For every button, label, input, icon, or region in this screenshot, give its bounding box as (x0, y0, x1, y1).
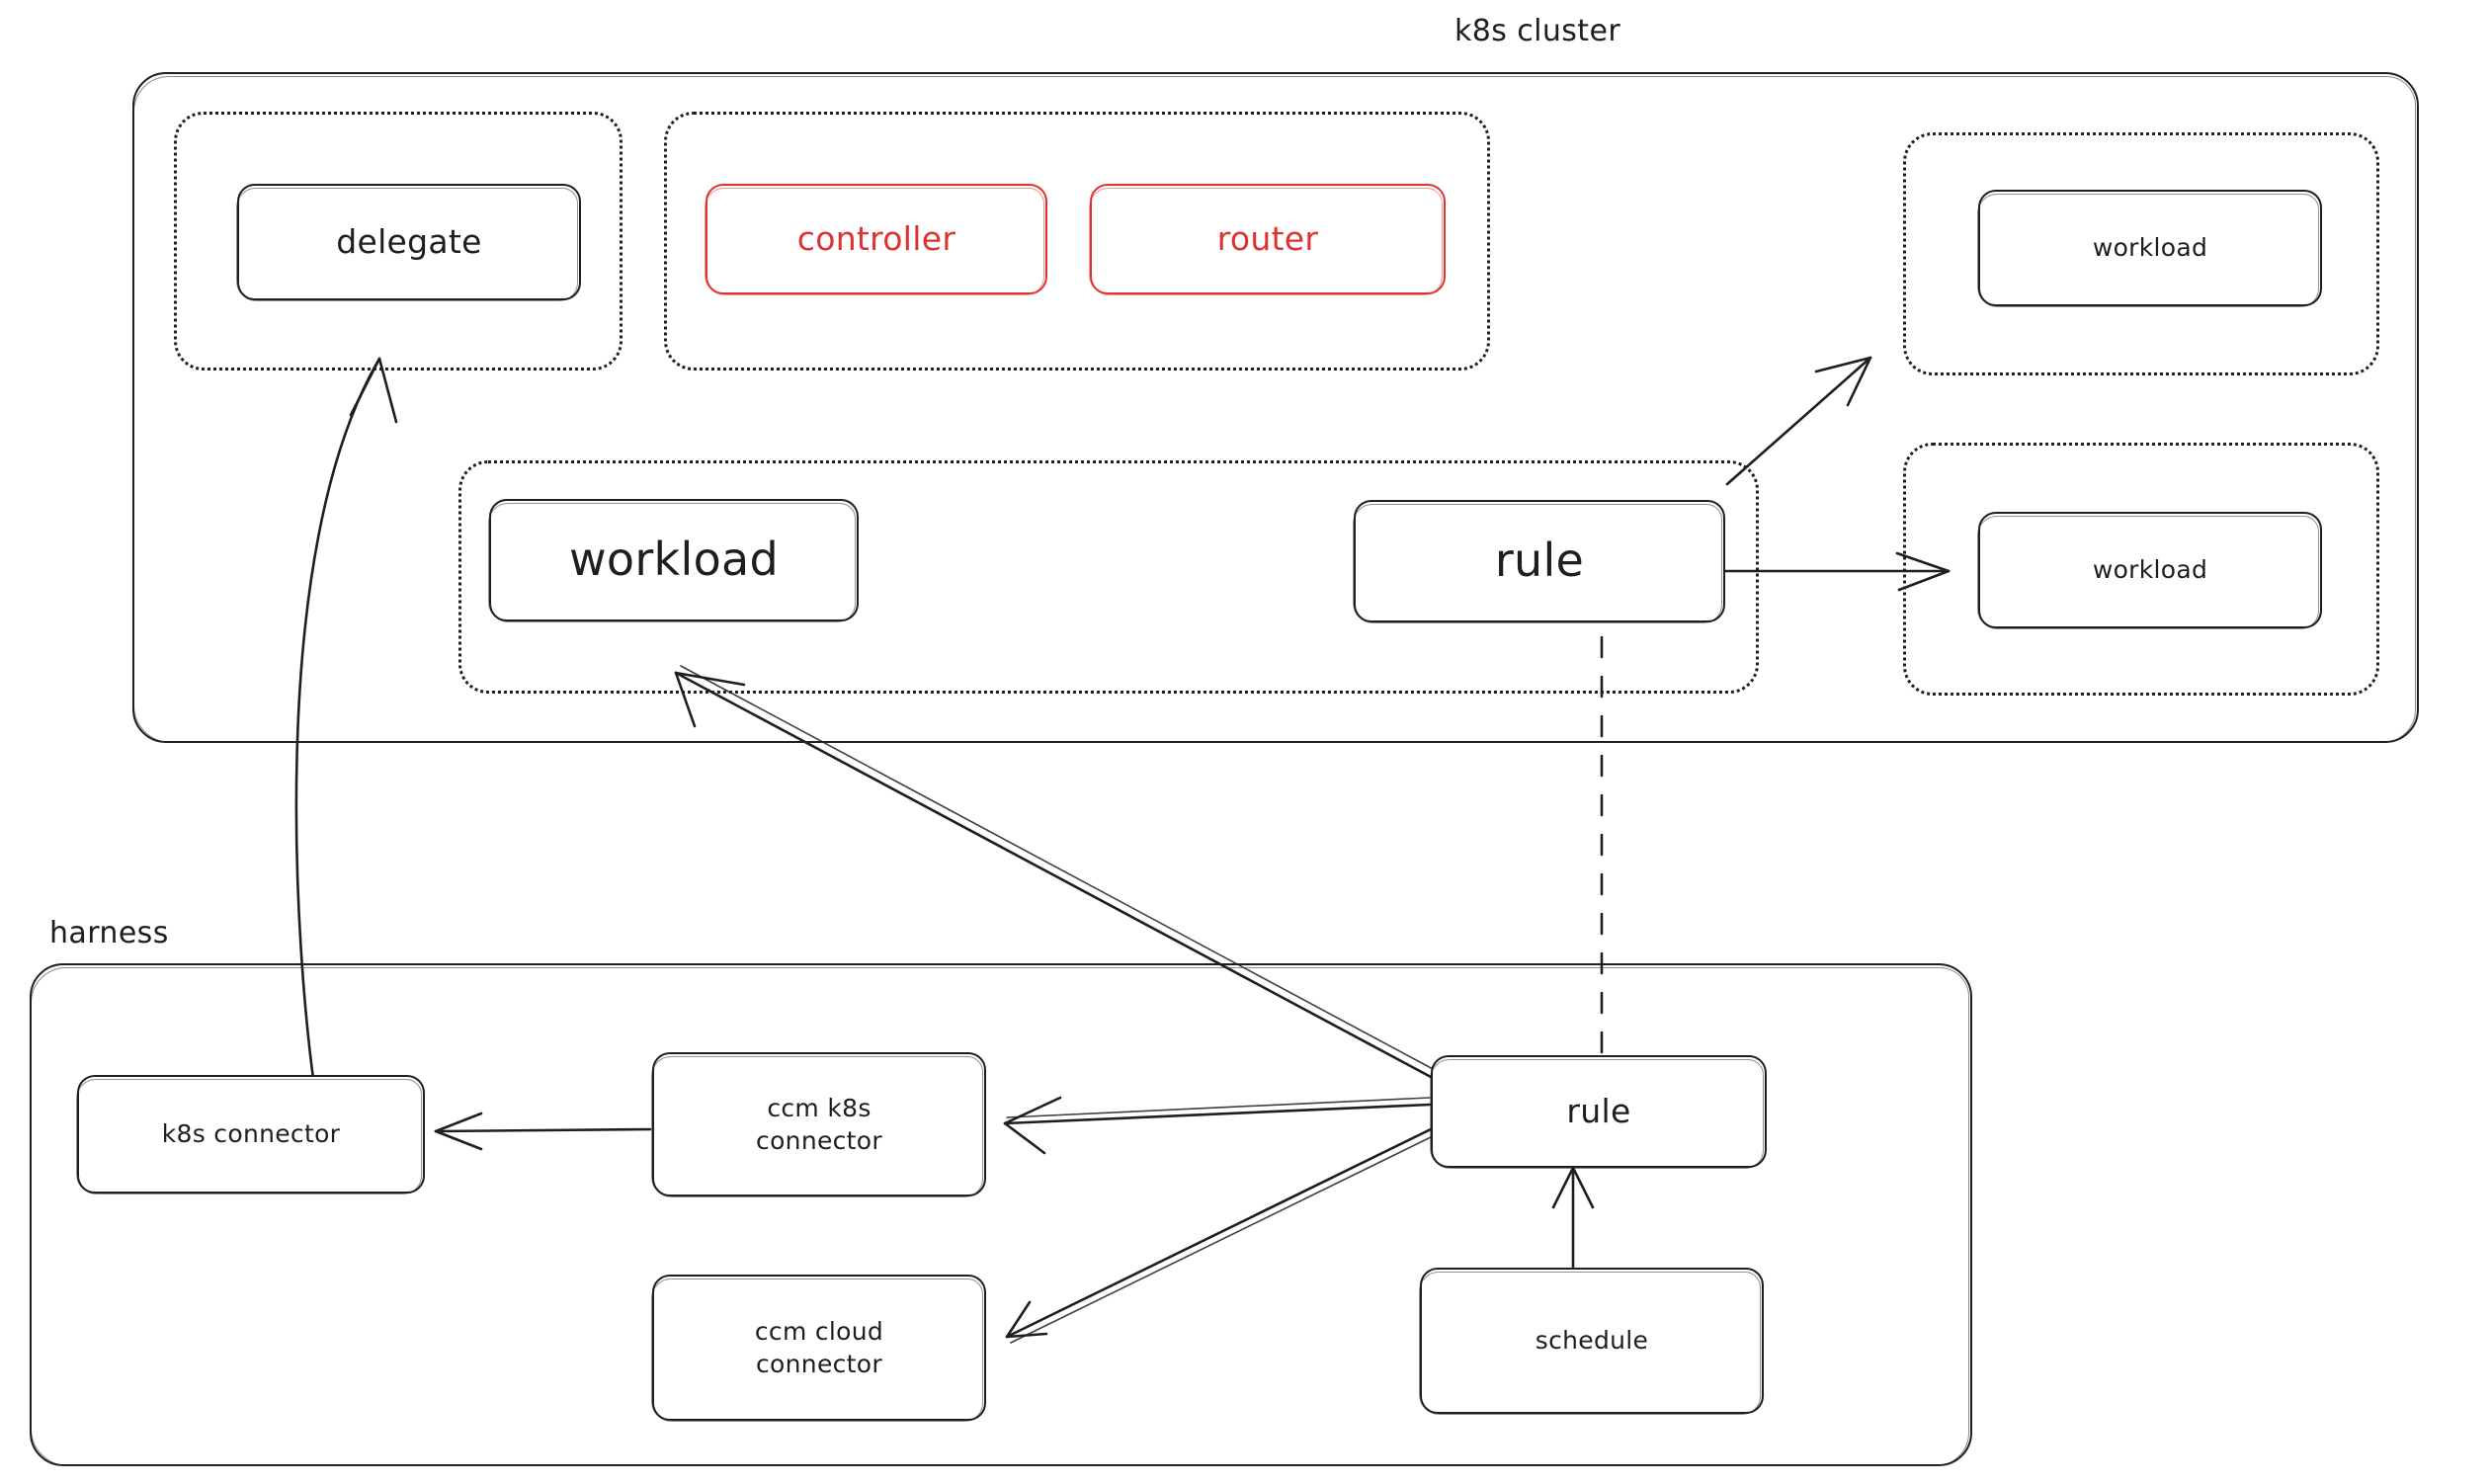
node-router-label: router (1216, 218, 1319, 258)
harness-container (30, 963, 1972, 1466)
workload-bottom-right-group-container (1903, 443, 2379, 696)
node-delegate-label: delegate (336, 221, 482, 261)
node-workload-main-label: workload (568, 533, 780, 587)
node-workload-top-right-label: workload (2092, 233, 2208, 263)
k8s-cluster-container (132, 72, 2419, 743)
node-cluster-rule-label: rule (1494, 534, 1585, 588)
node-harness-rule-label: rule (1566, 1091, 1631, 1130)
ccm-cloud-line1: ccm cloud (754, 1316, 884, 1346)
ccm-k8s-line1: ccm k8s (767, 1093, 872, 1122)
workload-rule-group-container (458, 460, 1759, 694)
node-cluster-rule[interactable]: rule (1353, 500, 1725, 623)
node-k8s-connector-label: k8s connector (161, 1119, 341, 1149)
node-ccm-k8s-connector[interactable]: ccm k8s connector (651, 1052, 986, 1197)
node-controller[interactable]: controller (705, 184, 1047, 295)
node-delegate[interactable]: delegate (236, 184, 581, 301)
controller-router-group-container (664, 112, 1490, 371)
node-workload-bottom-right[interactable]: workload (1977, 512, 2322, 629)
ccm-k8s-line2: connector (756, 1126, 882, 1155)
node-harness-rule[interactable]: rule (1430, 1055, 1767, 1169)
node-ccm-cloud-connector-label: ccm cloud connector (755, 1315, 883, 1381)
node-router[interactable]: router (1089, 184, 1446, 295)
harness-group-label: harness (49, 916, 169, 950)
node-schedule[interactable]: schedule (1419, 1268, 1764, 1415)
ccm-cloud-line2: connector (756, 1350, 882, 1378)
node-ccm-cloud-connector[interactable]: ccm cloud connector (651, 1275, 986, 1422)
workload-top-right-group-container (1903, 132, 2379, 375)
node-workload-main[interactable]: workload (488, 499, 859, 622)
node-k8s-connector[interactable]: k8s connector (76, 1075, 425, 1195)
node-workload-bottom-right-label: workload (2092, 555, 2208, 585)
node-workload-top-right[interactable]: workload (1977, 190, 2322, 307)
cluster-group-label: k8s cluster (1454, 14, 1621, 48)
node-ccm-k8s-connector-label: ccm k8s connector (756, 1092, 882, 1158)
node-schedule-label: schedule (1535, 1326, 1649, 1356)
node-controller-label: controller (796, 218, 956, 258)
delegate-group-container (174, 112, 623, 371)
